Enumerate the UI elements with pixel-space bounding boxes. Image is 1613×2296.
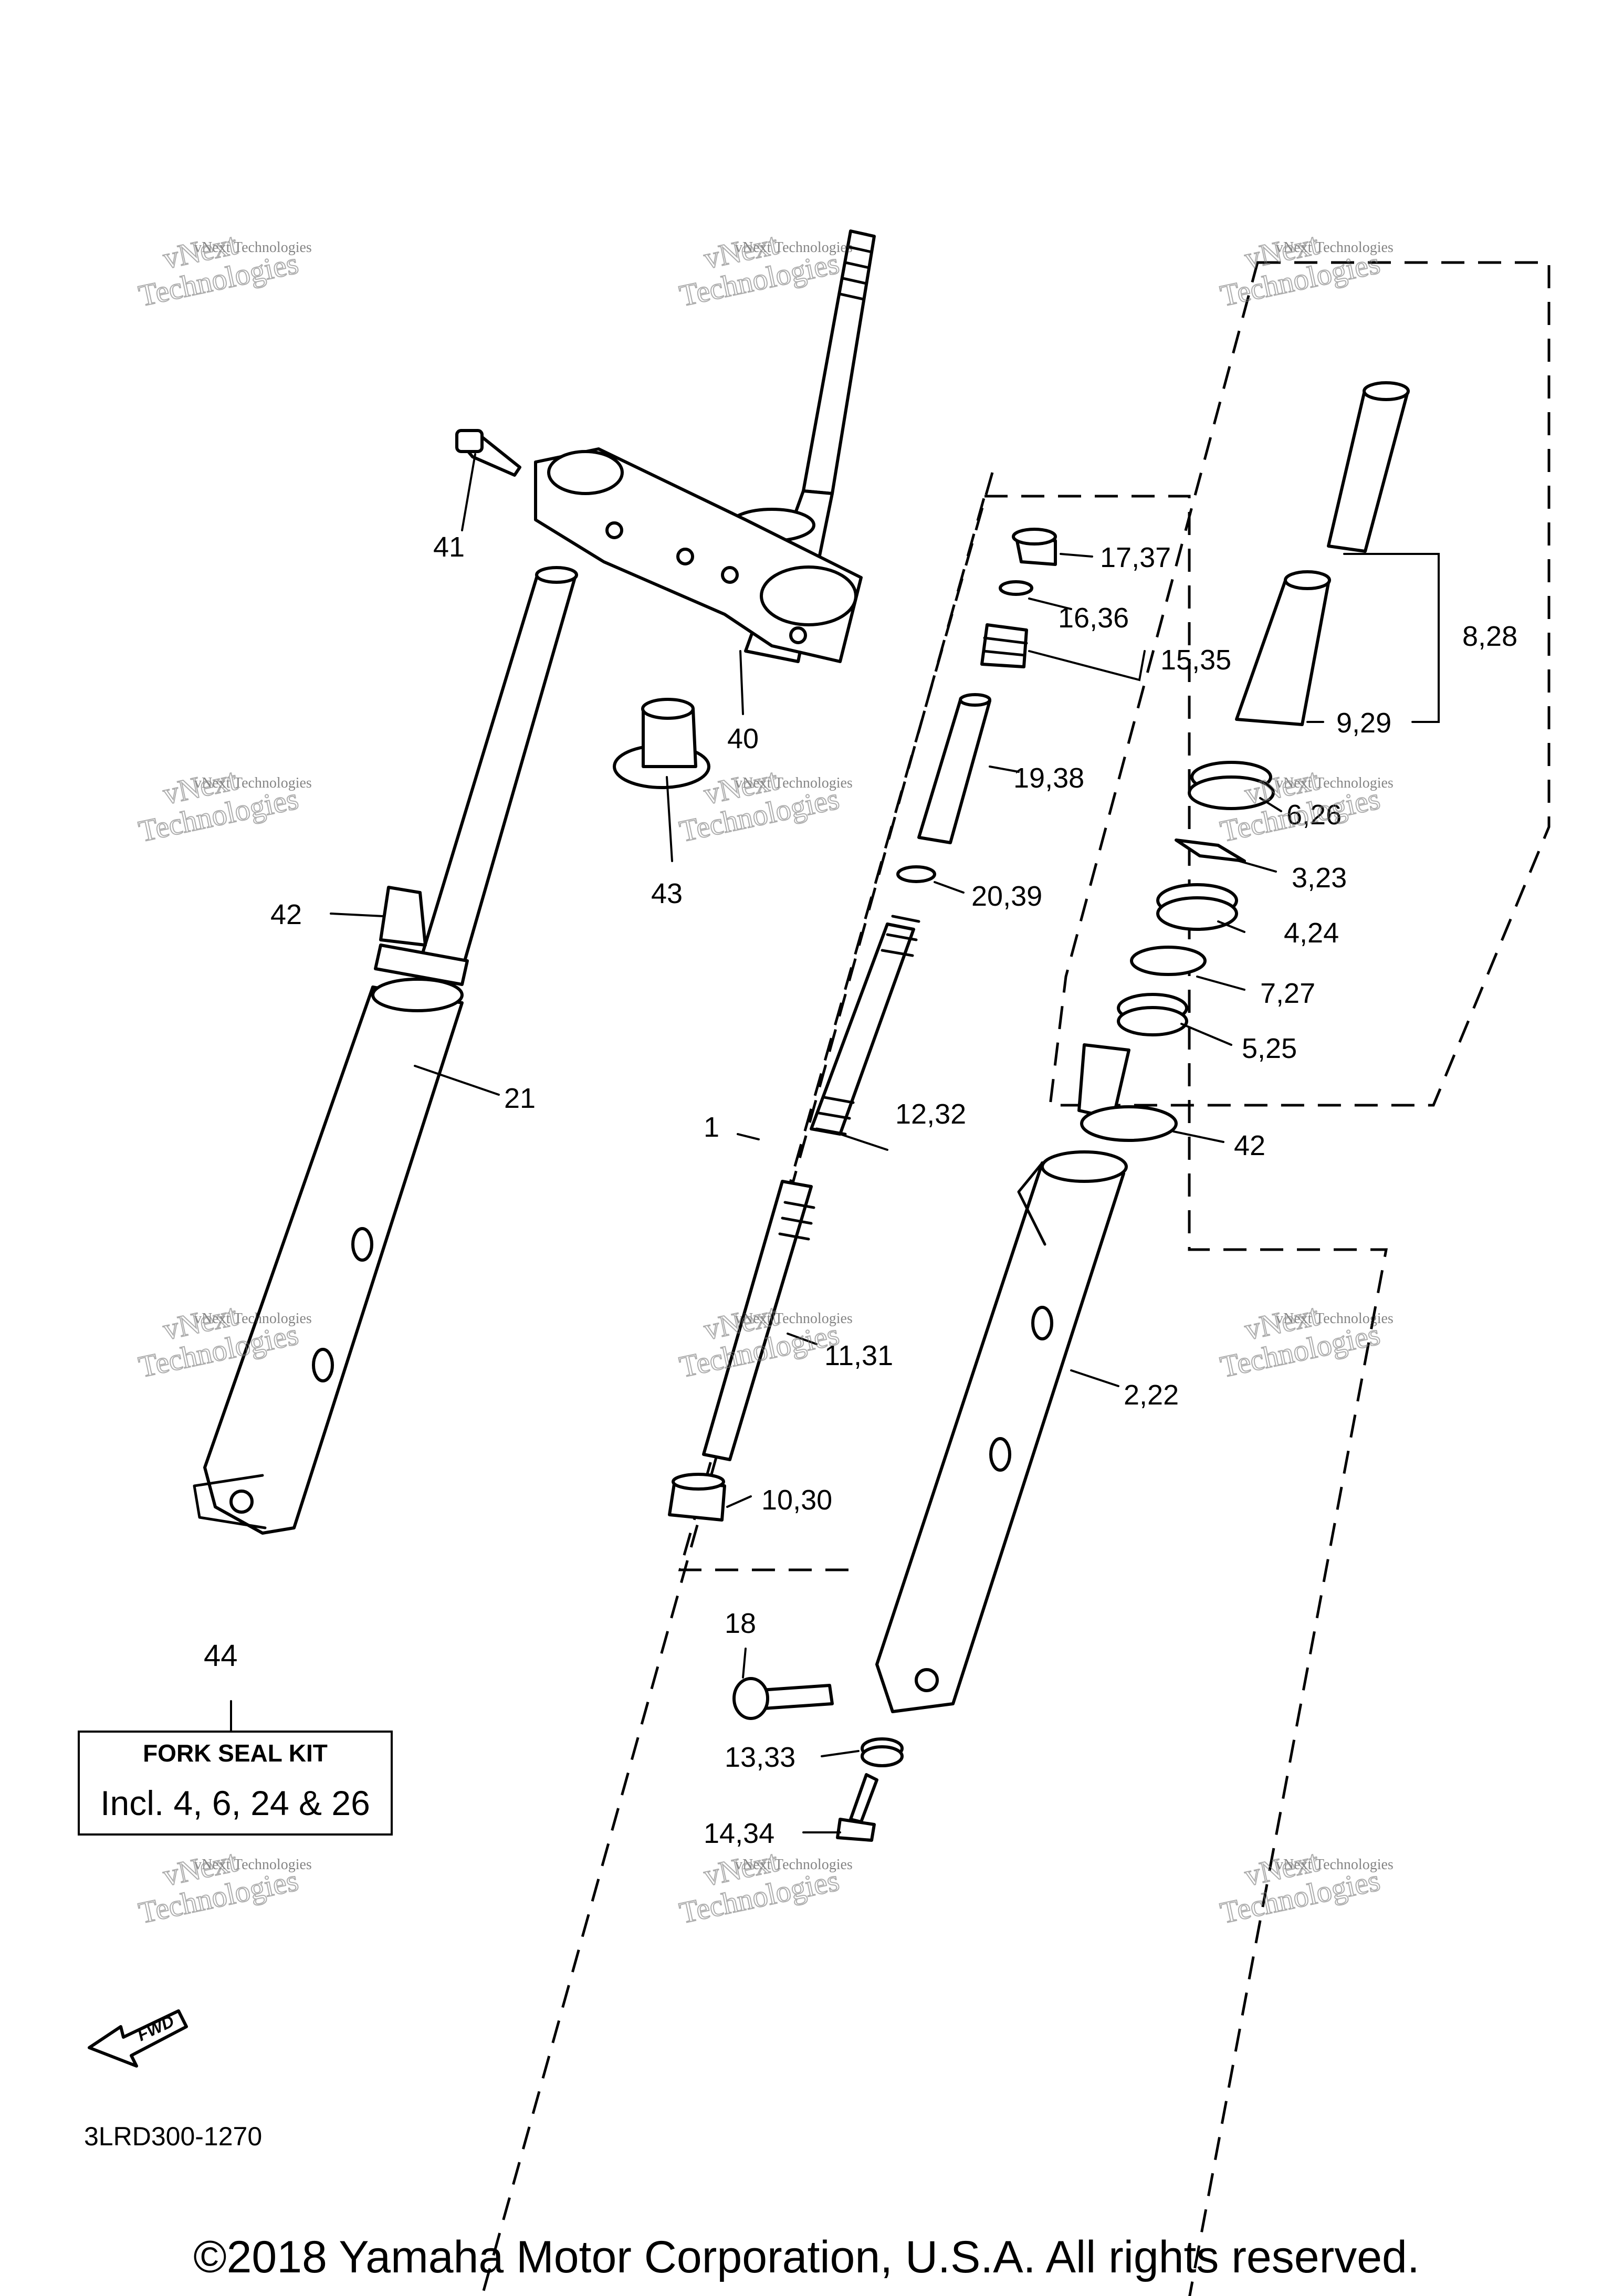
o-ring-16 [999,580,1033,596]
watermark-10: vNext Technologies [194,1857,312,1873]
kit-contents: Incl. 4, 6, 24 & 26 [100,1784,370,1822]
callout-5-25: 5,25 [1242,1033,1297,1064]
watermark-8: vNext Technologies [735,1310,853,1327]
left-fork-cover-42 [374,886,469,986]
callout-42-left: 42 [270,899,302,930]
fork-seal-kit-box: FORK SEAL KIT Incl. 4, 6, 24 & 26 [78,1731,393,1836]
washer-20 [896,865,936,883]
watermark-11: vNext Technologies [735,1857,853,1873]
callout-18: 18 [725,1608,756,1639]
callout-17-37: 17,37 [1100,542,1171,573]
gasket-13 [861,1737,904,1767]
watermark-4: vNext Technologies [194,775,312,791]
callout-9-29: 9,29 [1336,707,1391,739]
callout-6-26: 6,26 [1286,799,1342,831]
oil-lock-piece-10 [668,1473,726,1522]
leader-lines [230,453,1440,1833]
callout-21: 21 [504,1083,536,1114]
callout-10-30: 10,30 [761,1484,832,1516]
callout-3-23: 3,23 [1292,862,1347,894]
callout-40: 40 [727,723,759,754]
kit-callout-number: 44 [204,1639,238,1673]
callout-4-24: 4,24 [1284,917,1339,949]
watermark-5: vNext Technologies [735,775,853,791]
callout-16-36: 16,36 [1058,602,1129,634]
callout-14-34: 14,34 [704,1818,774,1849]
seal-43 [613,698,710,789]
damper-group-outline [678,472,994,1571]
bolt-41 [455,429,521,477]
right-fork-cover-42 [1077,1043,1178,1142]
inner-tube-8 [1327,381,1410,553]
right-outer-tube [875,1150,1128,1713]
callout-42-right: 42 [1234,1130,1265,1161]
callout-41: 41 [433,531,465,563]
watermark-9: vNext Technologies [1276,1310,1394,1327]
forward-arrow-icon: FWD [88,2009,188,2068]
fork-assembly-outline [480,495,1388,2296]
bushing-5 [1117,993,1188,1036]
callout-8-28: 8,28 [1462,621,1517,652]
cap-17 [1012,528,1057,566]
watermark-2: vNext Technologies [735,239,853,256]
watermark-7: vNext Technologies [194,1310,312,1327]
oil-seal-4 [1156,883,1238,931]
callout-13-33: 13,33 [725,1742,795,1773]
watermark-1: vNext Technologies [194,239,312,256]
damper-rod-11 [702,1180,815,1461]
watermarks: vNext Technologies vNext Technologies vN… [135,226,1394,1931]
diagram-code: 3LRD300-1270 [84,2122,263,2151]
callout-7-27: 7,27 [1260,978,1315,1009]
spacer-19 [917,693,991,844]
callout-20-39: 20,39 [971,880,1042,912]
callout-1: 1 [704,1112,719,1143]
callout-11-31: 11,31 [824,1340,893,1371]
left-inner-tube [421,566,578,962]
upper-fork-assembly-outline [1049,261,1551,1107]
dust-seal-6 [1188,761,1275,810]
inner-tube-9 [1235,570,1331,726]
callout-12-32: 12,32 [895,1098,966,1130]
callout-2-22: 2,22 [1124,1379,1179,1411]
washer-7 [1130,946,1207,976]
callout-19-38: 19,38 [1013,762,1084,794]
callout-15-35: 15,35 [1160,644,1231,676]
bolt-15 [980,623,1028,668]
axle-bolt-18 [732,1677,834,1720]
callout-labels: 41 40 43 42 21 1 17,37 16,36 15,35 19,38… [270,531,1517,1849]
watermark-12: vNext Technologies [1276,1857,1394,1873]
kit-title: FORK SEAL KIT [143,1739,328,1767]
clip-3 [1175,838,1246,863]
callout-43: 43 [651,878,683,909]
watermark-6: vNext Technologies [1276,775,1394,791]
watermark-3: vNext Technologies [1276,239,1394,256]
under-bracket [534,447,863,663]
bolt-14 [836,1773,878,1842]
left-outer-tube-21 [193,978,464,1535]
copyright-notice: ©2018 Yamaha Motor Corporation, U.S.A. A… [193,2232,1420,2282]
